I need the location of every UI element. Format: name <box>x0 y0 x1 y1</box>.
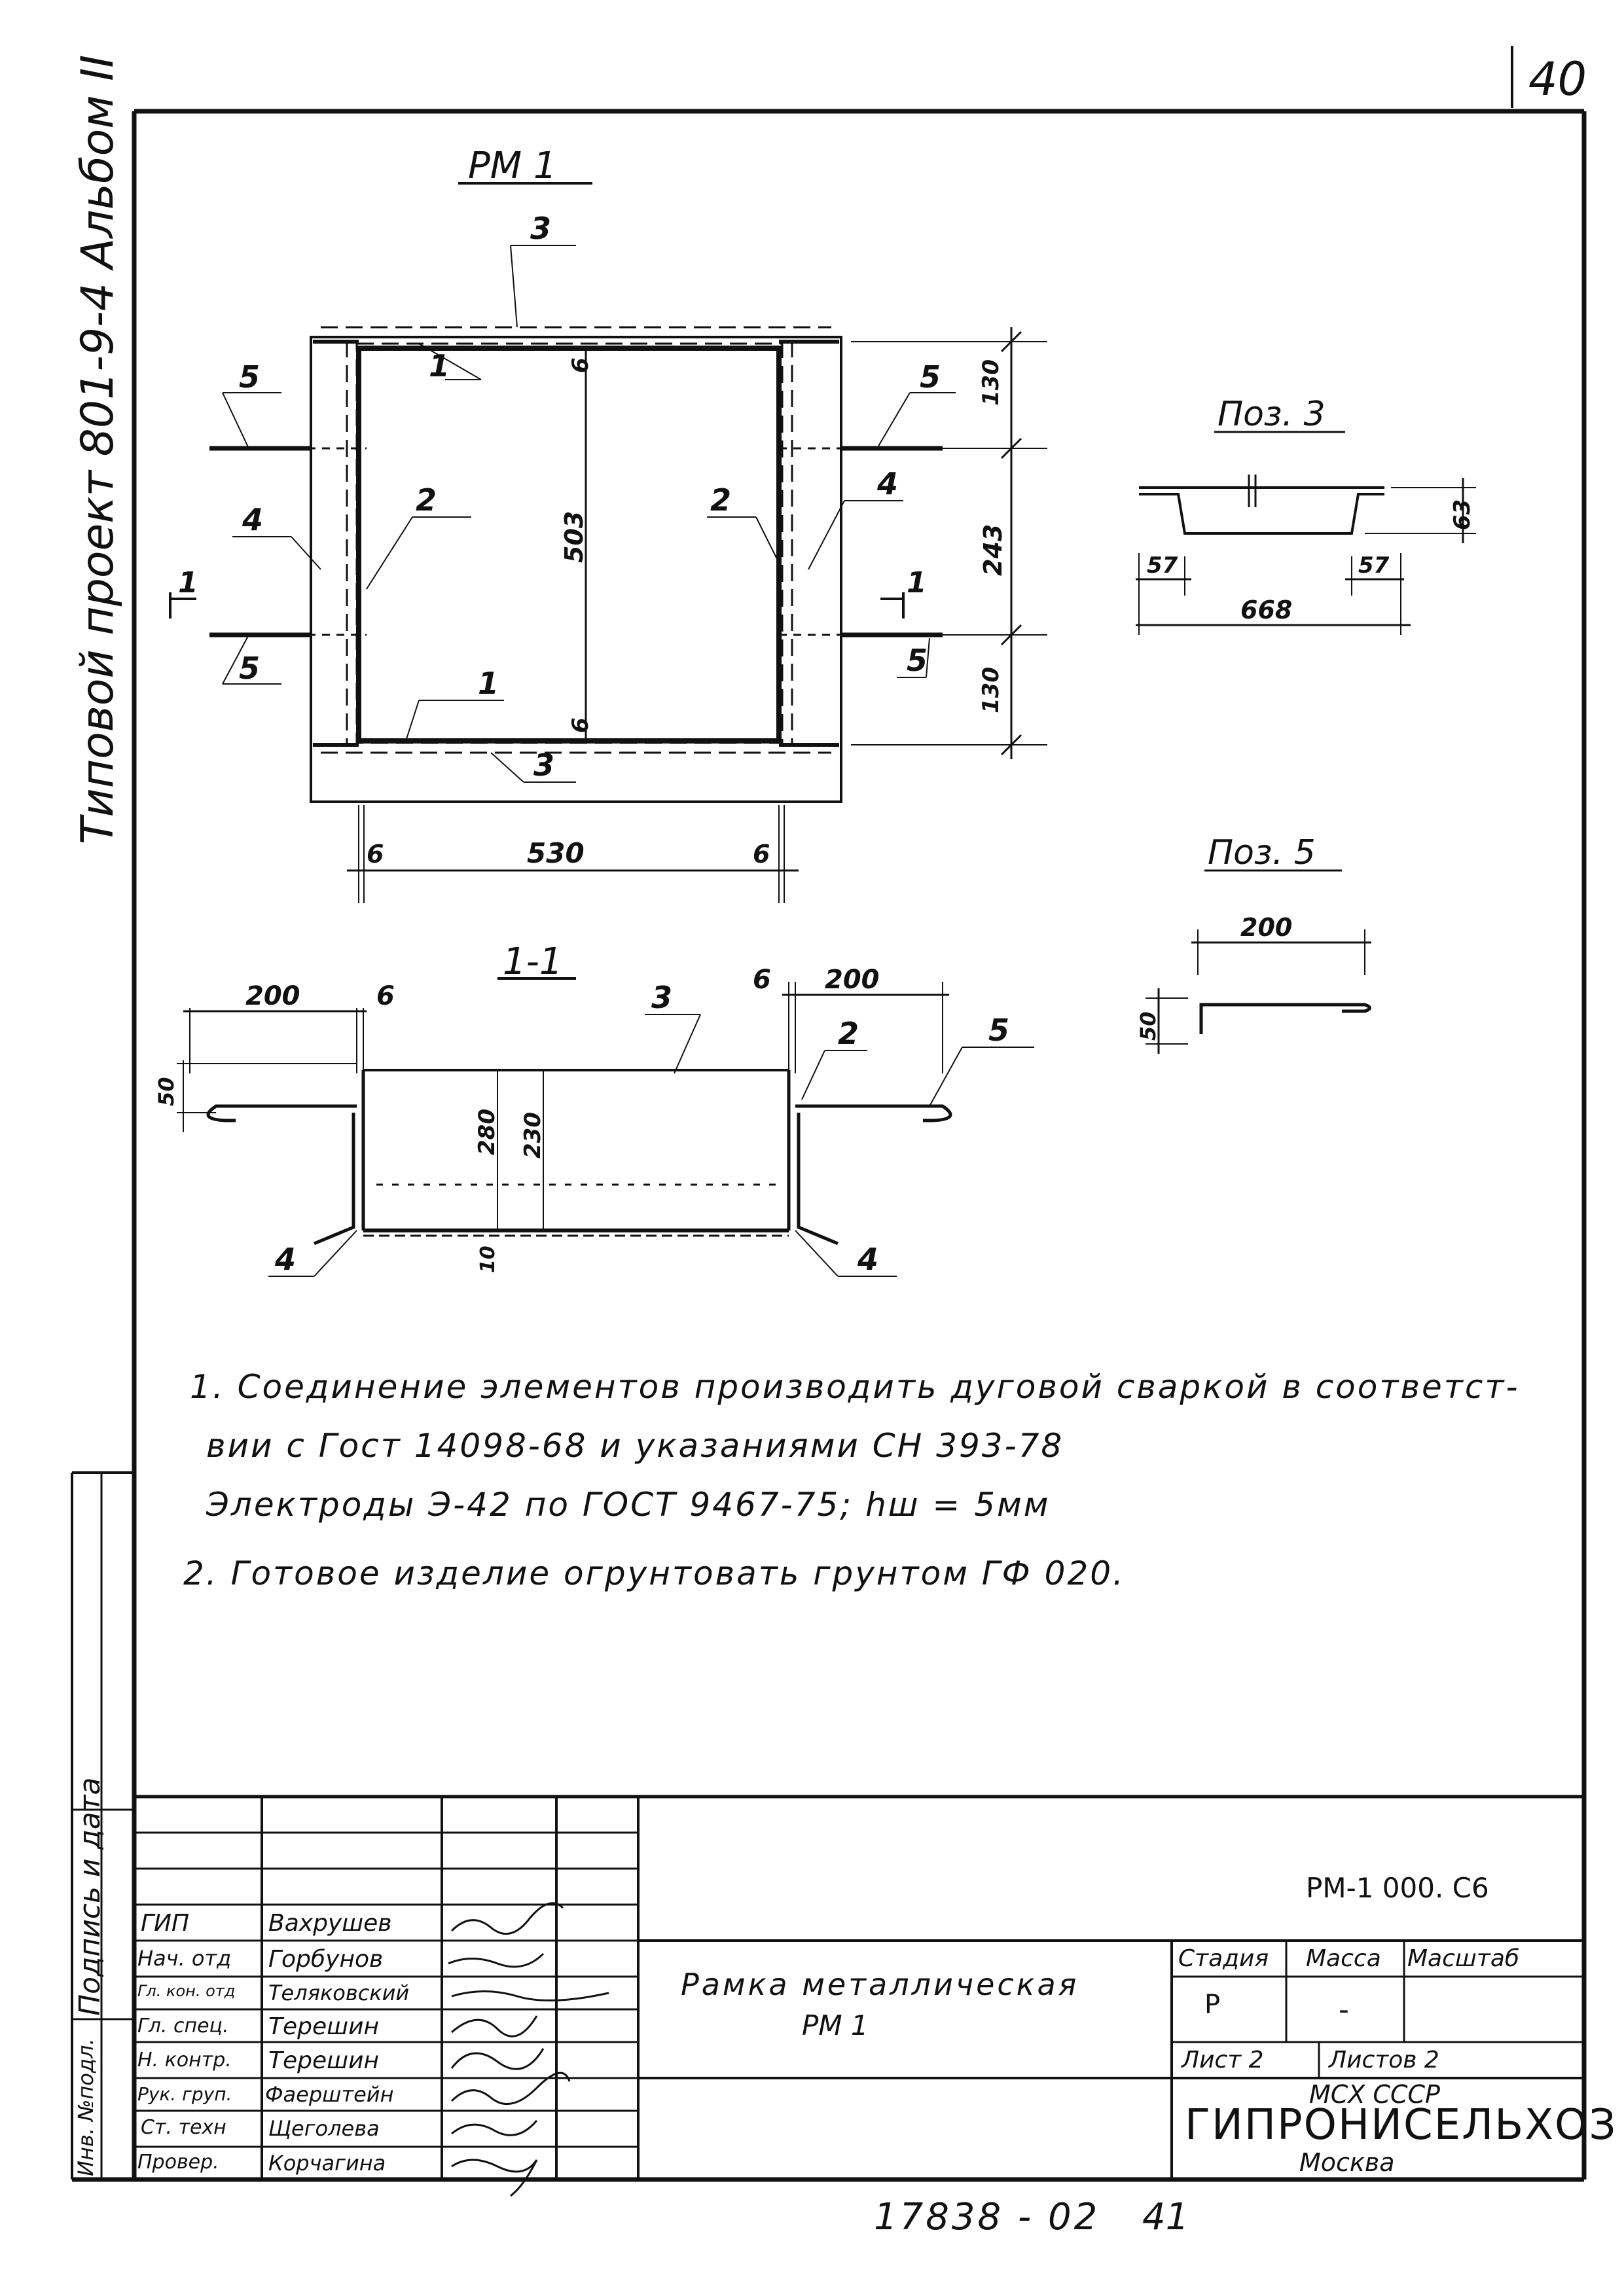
note-1-electrodes: Электроды Э-42 по ГОСТ 9467-75; hш = 5мм <box>206 1486 1051 1524</box>
name-prover: Корчагина <box>268 2151 386 2176</box>
pos-label: 4 <box>242 502 263 537</box>
dim-pos5-length: 200 <box>1240 913 1292 942</box>
pos-label: 3 <box>651 980 672 1015</box>
name-nach-otd: Горбунов <box>268 1946 384 1973</box>
bottom-page-number: 41 <box>1142 2196 1189 2238</box>
doc-name-line2: РМ 1 <box>802 2009 869 2041</box>
pos-label: 5 <box>239 359 260 395</box>
pos5-title: Поз. 5 <box>1208 833 1316 872</box>
pos-label: 2 <box>838 1016 859 1051</box>
weld-thickness: 6 <box>568 717 594 733</box>
sheet-number: 40 <box>1528 52 1587 106</box>
note-1-cont: вии с Гост 14098-68 и указаниями СН 393-… <box>206 1427 1064 1465</box>
role-gip: ГИП <box>141 1910 190 1937</box>
name-gip: Вахрушев <box>268 1910 392 1937</box>
dim-sec-280: 280 <box>474 1109 500 1155</box>
sheets-label: Листов 2 <box>1329 2047 1439 2073</box>
plan-view <box>169 182 1047 903</box>
org-city: Москва <box>1299 2148 1395 2177</box>
role-gl-spec: Гл. спец. <box>137 2015 229 2037</box>
dim-sec-right: 200 <box>825 965 880 995</box>
pos-label: 5 <box>907 643 928 678</box>
name-st-tekhn: Щеголева <box>268 2116 380 2141</box>
dim-pos3-edge: 57 <box>1358 552 1390 579</box>
org-name: ГИПРОНИСЕЛЬХОЗ <box>1185 2101 1617 2149</box>
dim-plan-side: 6 <box>753 840 770 869</box>
doc-code: РМ-1 000. С6 <box>1306 1872 1489 1904</box>
section-title: 1-1 <box>503 941 562 983</box>
dim-sec-left: 200 <box>245 981 300 1011</box>
dim-pos3-edge: 57 <box>1147 552 1178 579</box>
pos-label: 1 <box>429 348 450 384</box>
pos-label: 3 <box>530 211 551 246</box>
plan-labels: РМ 1 3 1 5 5 5 5 4 4 2 2 1 3 1 1 6 6 503… <box>178 145 1007 869</box>
role-ruk-grup: Рук. груп. <box>137 2083 232 2105</box>
section-labels: 1-1 200 6 6 200 50 280 230 10 3 2 5 4 4 <box>154 941 1009 1277</box>
bottom-registry-number: 17838 - 02 <box>874 2196 1100 2238</box>
pos-label: 2 <box>710 482 731 518</box>
pos3-labels: Поз. 3 63 57 57 668 <box>1147 395 1475 624</box>
pos-label: 5 <box>920 359 941 395</box>
mass-value: - <box>1339 1993 1349 2026</box>
pos-label: 3 <box>533 747 554 783</box>
section-marker: 1 <box>907 566 927 600</box>
dim-sec-h50: 50 <box>154 1077 179 1106</box>
pos5-labels: Поз. 5 200 50 <box>1136 833 1316 1041</box>
name-n-kontr: Терешин <box>268 2047 380 2074</box>
pos5-view <box>1146 869 1371 1054</box>
section-marker: 1 <box>178 566 198 600</box>
org-ministry: МСХ СССР <box>1309 2080 1440 2109</box>
note-1: 1. Соединение элементов производить дуго… <box>190 1368 1520 1406</box>
dim-plan-side: 6 <box>367 840 384 869</box>
dim-sec-10: 10 <box>477 1246 499 1273</box>
pos-label: 2 <box>416 482 437 518</box>
dim-pos3-height: 63 <box>1449 499 1475 530</box>
role-prover: Провер. <box>137 2151 219 2174</box>
dim-plan-width: 530 <box>527 837 585 869</box>
dim-sec-t: 6 <box>376 981 395 1011</box>
name-gl-kon: Теляковский <box>268 1981 410 2005</box>
pos-label: 4 <box>274 1242 296 1277</box>
plan-title: РМ 1 <box>468 145 557 187</box>
name-ruk-grup: Фаерштейн <box>265 2082 394 2107</box>
pos-label: 4 <box>876 466 898 501</box>
note-2: 2. Готовое изделие огрунтовать грунтом Г… <box>183 1554 1125 1592</box>
weld-thickness: 6 <box>568 357 594 373</box>
dim-plan-mid: 243 <box>979 524 1007 576</box>
role-gl-kon: Гл. кон. отд <box>137 1982 236 2000</box>
pos-label: 5 <box>239 651 260 686</box>
pos3-view <box>1136 431 1476 635</box>
name-gl-spec: Терешин <box>268 2013 380 2040</box>
header-scale: Масштаб <box>1407 1945 1520 1972</box>
pos-label: 4 <box>857 1242 878 1277</box>
dim-plan-bottom: 130 <box>978 667 1004 713</box>
dim-plan-height: 503 <box>560 511 588 563</box>
pos-label: 1 <box>478 666 499 701</box>
sheet-number-divider <box>1511 46 1513 108</box>
dim-pos3-total: 668 <box>1240 596 1292 624</box>
drawing-frame <box>72 109 1587 2182</box>
stage-value: Р <box>1204 1990 1221 2020</box>
pos3-title: Поз. 3 <box>1218 395 1326 434</box>
pos-label: 5 <box>988 1013 1009 1048</box>
dim-plan-top: 130 <box>978 359 1004 406</box>
section-view <box>177 977 1034 1277</box>
role-n-kontr: Н. контр. <box>137 2049 232 2072</box>
role-nach-otd: Нач. отд <box>137 1946 232 1971</box>
dim-pos5-height: 50 <box>1136 1011 1161 1041</box>
dim-sec-230: 230 <box>520 1112 546 1158</box>
role-st-tekhn: Ст. техн <box>141 2116 226 2139</box>
header-mass: Масса <box>1306 1945 1381 1972</box>
sheet-label: Лист 2 <box>1182 2047 1264 2073</box>
dim-sec-t: 6 <box>753 965 771 995</box>
title-block-grid <box>71 1471 1584 2179</box>
header-stage: Стадия <box>1178 1945 1269 1972</box>
doc-name-line1: Рамка металлическая <box>681 1967 1079 2002</box>
